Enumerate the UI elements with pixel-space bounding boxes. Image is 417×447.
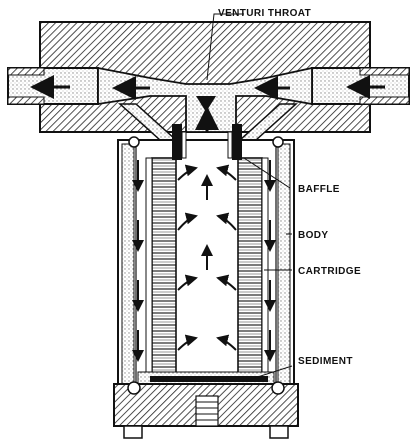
flow-arrows-internal [132,160,276,362]
label-venturi-throat: VENTURI THROAT [218,8,311,19]
label-sediment: SEDIMENT [298,356,353,367]
filter-cartridge [145,157,269,381]
label-baffle: BAFFLE [298,184,340,195]
leader-lines [206,13,293,381]
baffle [172,124,242,160]
base-plate [113,136,299,439]
flow-arrows-pipes [30,75,385,132]
label-cartridge: CARTRIDGE [298,266,361,277]
label-body: BODY [298,230,329,241]
